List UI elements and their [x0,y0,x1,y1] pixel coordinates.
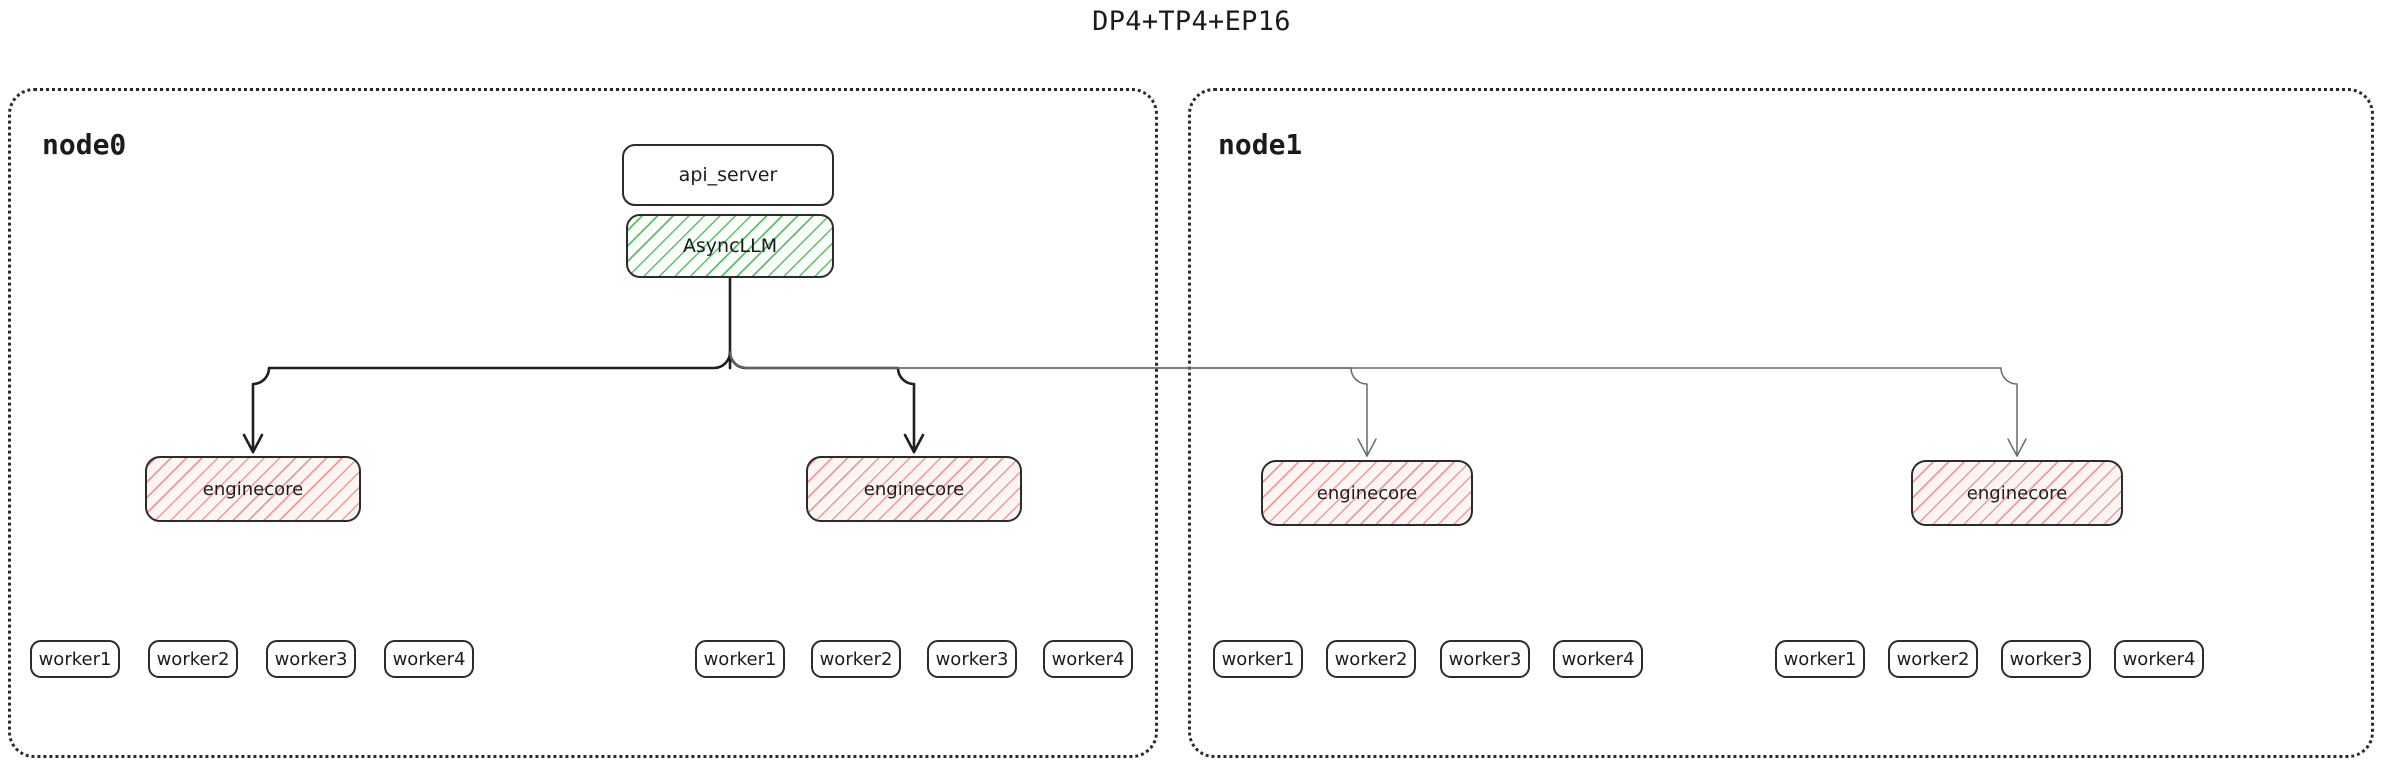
page-title: DP4+TP4+EP16 [1092,6,1291,37]
worker-box-3-1[interactable]: worker2 [1888,640,1978,678]
worker-box-1-1[interactable]: worker2 [811,640,901,678]
worker-box-1-2[interactable]: worker3 [927,640,1017,678]
worker-box-1-3[interactable]: worker4 [1043,640,1133,678]
node-label-node0: node0 [42,128,127,161]
worker-box-2-3[interactable]: worker4 [1553,640,1643,678]
worker-box-0-1[interactable]: worker2 [148,640,238,678]
worker-box-0-2[interactable]: worker3 [266,640,356,678]
async-llm-box[interactable]: AsyncLLM [626,214,834,278]
api-server-box[interactable]: api_server [622,144,834,206]
node-label-node1: node1 [1218,128,1303,161]
worker-box-2-0[interactable]: worker1 [1213,640,1303,678]
enginecore-box-0[interactable]: enginecore [145,456,361,522]
worker-box-3-2[interactable]: worker3 [2001,640,2091,678]
enginecore-box-3[interactable]: enginecore [1911,460,2123,526]
worker-box-0-3[interactable]: worker4 [384,640,474,678]
worker-box-0-0[interactable]: worker1 [30,640,120,678]
worker-box-1-0[interactable]: worker1 [695,640,785,678]
worker-box-3-0[interactable]: worker1 [1775,640,1865,678]
worker-box-2-2[interactable]: worker3 [1440,640,1530,678]
enginecore-box-2[interactable]: enginecore [1261,460,1473,526]
worker-box-3-3[interactable]: worker4 [2114,640,2204,678]
worker-box-2-1[interactable]: worker2 [1326,640,1416,678]
enginecore-box-1[interactable]: enginecore [806,456,1022,522]
